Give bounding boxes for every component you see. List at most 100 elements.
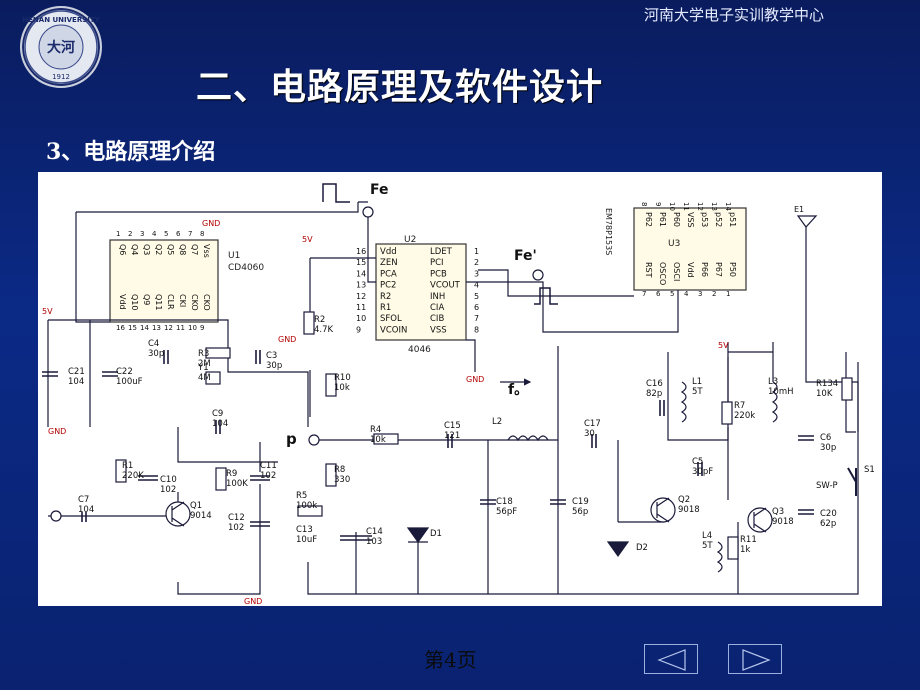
u1-pin-number: 2 <box>128 230 132 238</box>
u3-pin-name: P66 <box>700 262 709 277</box>
label-gnd: GND <box>48 427 66 436</box>
u1-pin-name: Vss <box>202 244 211 258</box>
label-5v: 5V <box>302 235 313 244</box>
component-ref: R10 <box>334 373 351 383</box>
u3-pin-number: 9 <box>654 202 662 206</box>
component-ref: C5 <box>692 457 703 467</box>
u2-pin-number: 4 <box>474 281 479 290</box>
u1-pin-number: 7 <box>188 230 192 238</box>
component-ref: L1 <box>692 377 702 387</box>
u2-pin-name: INH <box>430 292 445 302</box>
component-value: 220K <box>122 471 144 481</box>
u1-pin-number: 1 <box>116 230 120 238</box>
component-value: 10uF <box>296 535 317 545</box>
component-ref: R7 <box>734 401 745 411</box>
component-value: 4.7K <box>314 325 334 335</box>
u3-pin-number: 7 <box>642 290 646 298</box>
u2-pin-number: 14 <box>356 269 366 278</box>
component-ref: C12 <box>228 513 245 523</box>
u1-pin-number: 9 <box>200 324 204 332</box>
label-sw: SW-P <box>816 481 838 491</box>
u3-pin-number: 8 <box>640 202 648 206</box>
u3-pin-number: 6 <box>656 290 661 298</box>
u1-pin-number: 11 <box>176 324 185 332</box>
u2-pin-name: PCI <box>430 258 444 268</box>
component-value: 100K <box>226 479 248 489</box>
u2-pin-name: LDET <box>430 247 453 257</box>
component-ref: C11 <box>260 461 277 471</box>
component-value: 100uF <box>116 377 143 387</box>
component-value: 30pF <box>692 467 713 477</box>
component-ref: C6 <box>820 433 831 443</box>
component-ref: Q3 <box>772 507 784 517</box>
u2-pin-name: VSS <box>430 325 447 335</box>
u1-pin-name: CKO <box>202 294 211 311</box>
u2-pin-number: 8 <box>474 325 479 334</box>
component-ref: C16 <box>646 379 663 389</box>
component-ref: C19 <box>572 497 589 507</box>
component-ref: C13 <box>296 525 313 535</box>
u1-pin-name: Q5 <box>166 244 175 255</box>
component-ref: D2 <box>636 543 648 553</box>
u1-pin-number: 5 <box>164 230 168 238</box>
u2-pin-number: 10 <box>356 314 366 323</box>
component-value: 220k <box>734 411 755 421</box>
u2-pin-name: CIA <box>430 303 444 313</box>
component-value: 56pF <box>496 507 517 517</box>
university-logo: HENAN UNIVERSITY 大河 1912 <box>20 6 102 88</box>
u2-pin-name: PCA <box>380 269 397 279</box>
component-value: 9014 <box>190 511 212 521</box>
u3-pin-number: 14 <box>724 202 732 211</box>
label-5v: 5V <box>718 341 729 350</box>
component-ref: C9 <box>212 409 223 419</box>
u2-pin-number: 15 <box>356 258 366 267</box>
u3-pin-number: 3 <box>698 290 702 298</box>
component-ref: R8 <box>334 465 345 475</box>
component-value: 330 <box>334 475 350 485</box>
component-value: 103 <box>366 537 382 547</box>
u3-pin-name: OSCI <box>672 262 681 281</box>
u2-pin-name: PCB <box>430 269 447 279</box>
prev-slide-button[interactable] <box>644 644 698 674</box>
component-value: 62p <box>820 519 836 529</box>
u2-pin-number: 1 <box>474 247 479 256</box>
label-fe-top: Fe <box>370 182 389 198</box>
u3-pin-name: P62 <box>644 212 653 227</box>
u1-pin-number: 12 <box>164 324 173 332</box>
u1-pin-name: CLR <box>166 294 175 310</box>
u1-pin-number: 6 <box>176 230 181 238</box>
component-value: 102 <box>260 471 276 481</box>
chip-u3: P628P619P6010VSS11p5312p5213p5114RST7OSC… <box>604 202 747 298</box>
component-value: 9018 <box>772 517 794 527</box>
component-value: 104 <box>78 505 94 515</box>
u3-pin-number: 11 <box>682 202 690 211</box>
component-value: 100k <box>296 501 317 511</box>
u3-pin-name: OSCO <box>658 262 667 285</box>
component-value: 10mH <box>768 387 794 397</box>
component-value: 82p <box>646 389 662 399</box>
u1-pin-number: 13 <box>152 324 161 332</box>
component-ref: R5 <box>296 491 307 501</box>
u1-pin-name: Q10 <box>130 294 139 310</box>
component-value: 30p <box>266 361 282 371</box>
label-s1: S1 <box>864 465 875 475</box>
svg-text:HENAN UNIVERSITY: HENAN UNIVERSITY <box>22 16 100 24</box>
component-value: 121 <box>444 431 460 441</box>
component-ref: C7 <box>78 495 89 505</box>
component-ref: C17 <box>584 419 601 429</box>
u1-pin-number: 3 <box>140 230 144 238</box>
u3-pin-number: 1 <box>726 290 730 298</box>
component-value: 56p <box>572 507 588 517</box>
u2-pin-name: Vdd <box>380 247 397 257</box>
u1-pin-name: CKO <box>190 294 199 311</box>
u1-pin-name: Q2 <box>154 244 163 255</box>
u1-pin-name: Q6 <box>118 244 127 255</box>
u3-pin-name: P60 <box>672 212 681 227</box>
next-slide-button[interactable] <box>728 644 782 674</box>
u2-pin-name: PC2 <box>380 281 396 291</box>
label-5v: 5V <box>42 307 53 316</box>
u1-pin-number: 14 <box>140 324 149 332</box>
label-gnd: GND <box>278 335 296 344</box>
chip-u2: Vdd16ZEN15PCA14PC213R212R111SFOL10VCOIN9… <box>356 235 479 355</box>
